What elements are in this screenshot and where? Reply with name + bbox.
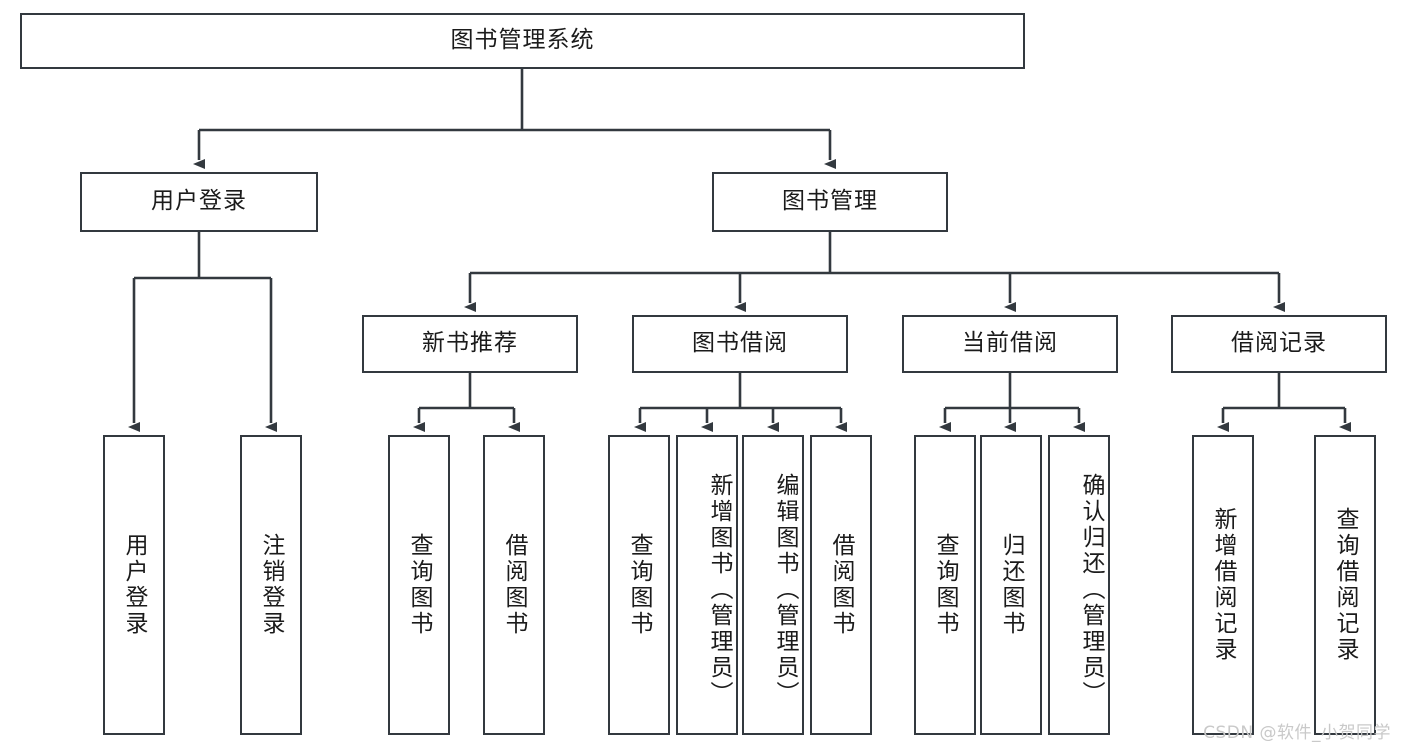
leaf-user-login-label: 用户登录	[121, 533, 147, 637]
leaf-add-book-label: 新增图书（管理员）	[706, 473, 732, 707]
leaf-confirm-return-label: 确认归还（管理员）	[1078, 473, 1104, 707]
leaf-user-login[interactable]: 用户登录	[103, 435, 165, 735]
leaf-edit-book[interactable]: 编辑图书（管理员）	[742, 435, 804, 735]
node-book-manage[interactable]: 图书管理	[712, 172, 948, 232]
leaf-user-logout-label: 注销登录	[258, 533, 284, 637]
leaf-query-record-label: 查询借阅记录	[1332, 507, 1358, 663]
leaf-query-book-2-label: 查询图书	[626, 533, 652, 637]
leaf-query-book-1-label: 查询图书	[406, 533, 432, 637]
node-current-borrow-label: 当前借阅	[962, 330, 1058, 357]
node-borrow-record[interactable]: 借阅记录	[1171, 315, 1387, 373]
leaf-confirm-return[interactable]: 确认归还（管理员）	[1048, 435, 1110, 735]
node-new-book-rec[interactable]: 新书推荐	[362, 315, 578, 373]
node-user-login-label: 用户登录	[151, 188, 247, 215]
node-user-login[interactable]: 用户登录	[80, 172, 318, 232]
leaf-query-book-1[interactable]: 查询图书	[388, 435, 450, 735]
leaf-return-book-label: 归还图书	[998, 533, 1024, 637]
leaf-query-record[interactable]: 查询借阅记录	[1314, 435, 1376, 735]
leaf-query-book-3[interactable]: 查询图书	[914, 435, 976, 735]
leaf-add-record[interactable]: 新增借阅记录	[1192, 435, 1254, 735]
leaf-user-logout[interactable]: 注销登录	[240, 435, 302, 735]
csdn-watermark: CSDN @软件_小贺同学	[1203, 723, 1391, 743]
leaf-return-book[interactable]: 归还图书	[980, 435, 1042, 735]
leaf-add-record-label: 新增借阅记录	[1210, 507, 1236, 663]
node-book-borrow-label: 图书借阅	[692, 330, 788, 357]
leaf-borrow-book-2[interactable]: 借阅图书	[810, 435, 872, 735]
node-book-manage-label: 图书管理	[782, 188, 878, 215]
leaf-add-book[interactable]: 新增图书（管理员）	[676, 435, 738, 735]
leaf-borrow-book-1-label: 借阅图书	[501, 533, 527, 637]
leaf-query-book-3-label: 查询图书	[932, 533, 958, 637]
node-book-borrow[interactable]: 图书借阅	[632, 315, 848, 373]
node-new-book-rec-label: 新书推荐	[422, 330, 518, 357]
leaf-borrow-book-1[interactable]: 借阅图书	[483, 435, 545, 735]
node-borrow-record-label: 借阅记录	[1231, 330, 1327, 357]
leaf-borrow-book-2-label: 借阅图书	[828, 533, 854, 637]
leaf-edit-book-label: 编辑图书（管理员）	[772, 473, 798, 707]
node-current-borrow[interactable]: 当前借阅	[902, 315, 1118, 373]
leaf-query-book-2[interactable]: 查询图书	[608, 435, 670, 735]
node-root[interactable]: 图书管理系统	[20, 13, 1025, 69]
node-root-label: 图书管理系统	[450, 27, 595, 54]
